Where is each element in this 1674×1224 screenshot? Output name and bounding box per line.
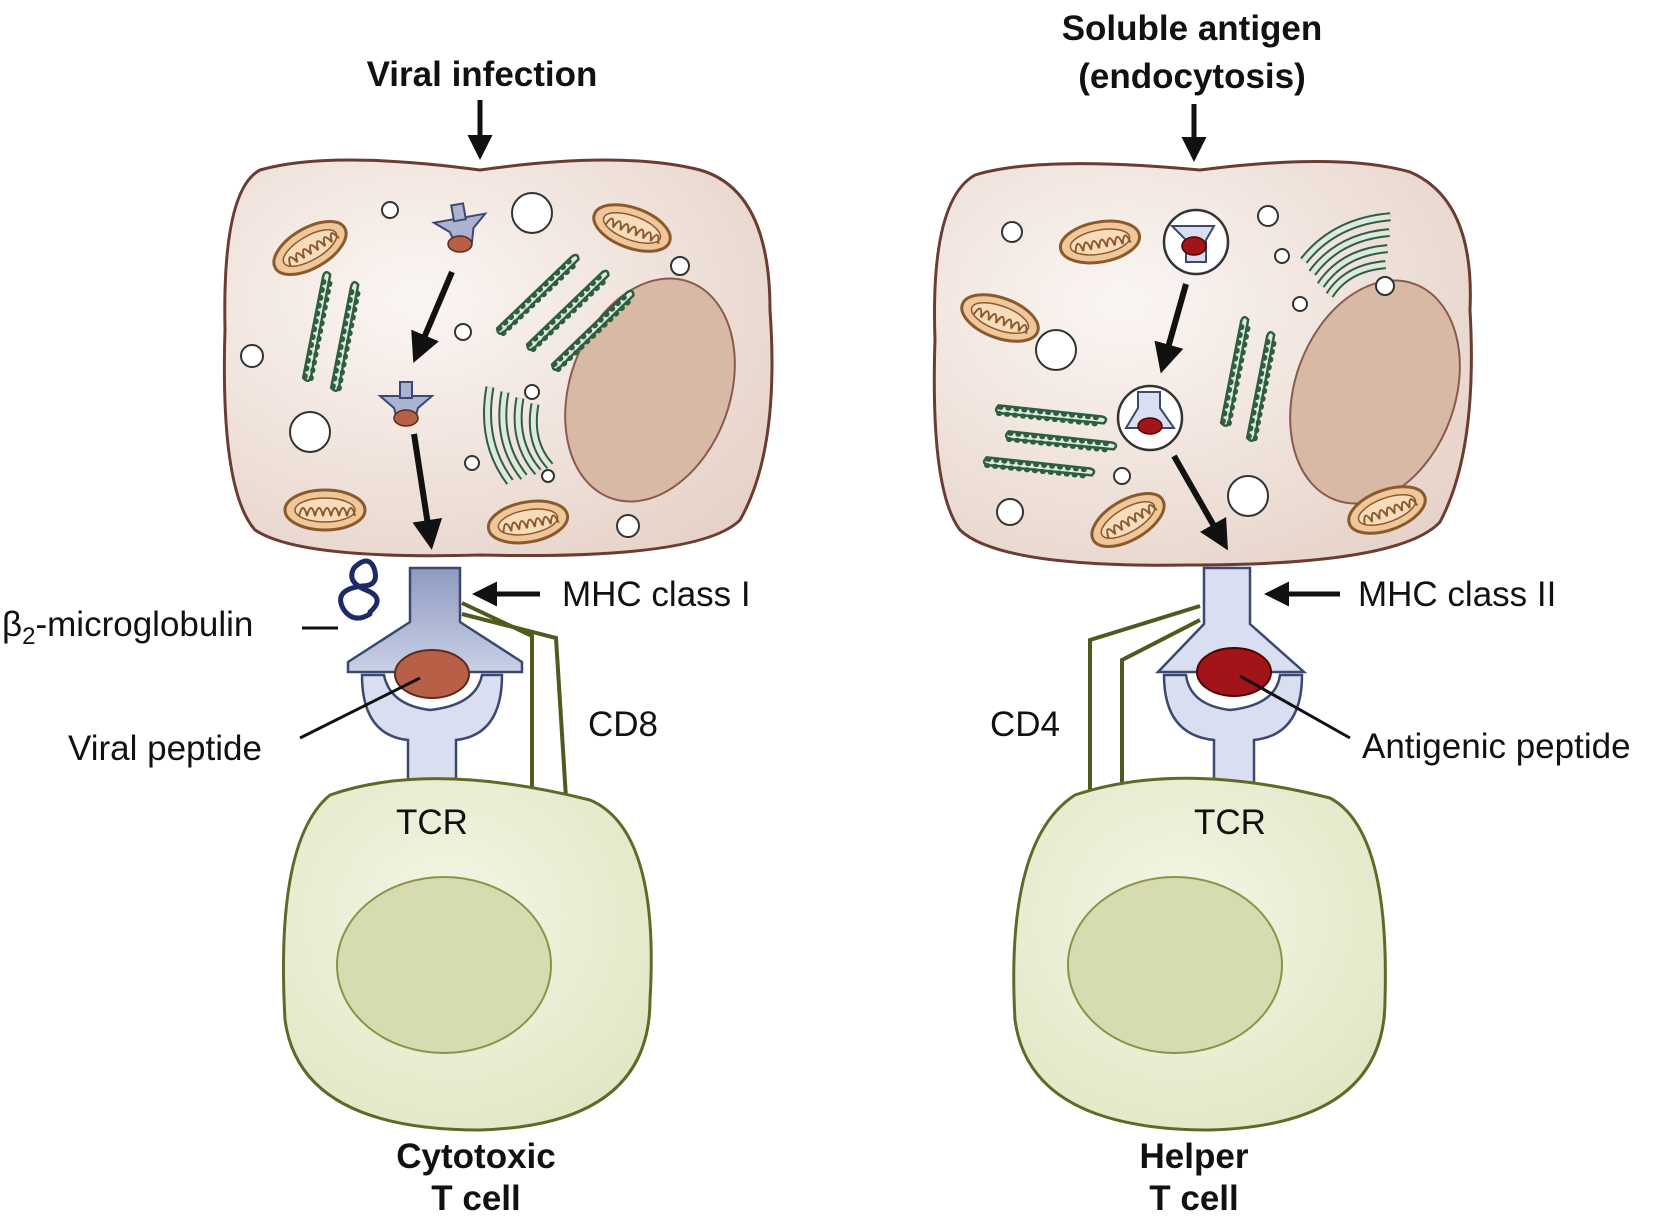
transport-arrow (411, 270, 455, 364)
mitochondrion-icon (283, 488, 367, 532)
transport-arrow (1154, 283, 1189, 374)
helper-t-cell-title-line1: Helper (1140, 1137, 1249, 1176)
viral-peptide-bound (394, 649, 470, 699)
vesicle-icon (670, 256, 690, 276)
soluble-antigen-label-line2: (endocytosis) (1078, 57, 1306, 96)
right-panel-mhc-class-ii: Soluble antigen (endocytosis) (932, 9, 1631, 1218)
vesicle-icon (1113, 467, 1131, 485)
viral-peptide-icon (447, 235, 473, 253)
nucleus-right (1289, 279, 1461, 505)
vesicle-icon (381, 201, 399, 219)
vesicle-icon (464, 455, 480, 471)
cd8-coreceptor (461, 612, 568, 799)
t-cell-receptor-right (1162, 673, 1304, 792)
tcr-label-right: TCR (1194, 803, 1266, 842)
vesicle-icon (1274, 248, 1290, 264)
helper-t-cell-title-line2: T cell (1149, 1179, 1238, 1218)
antigenic-peptide-pointer (1239, 674, 1351, 740)
transport-arrow (411, 433, 443, 550)
vesicle-icon (511, 192, 553, 234)
vesicle-icon (1375, 276, 1395, 296)
cd8-coreceptor (461, 601, 534, 798)
left-panel-mhc-class-i: Viral infection (2, 55, 774, 1218)
mhc-class-ii-label: MHC class II (1358, 575, 1556, 614)
tcr-label-left: TCR (396, 803, 468, 842)
vesicle-icon (289, 411, 331, 453)
cd4-coreceptor (1088, 604, 1201, 800)
antigenic-peptide-label: Antigenic peptide (1362, 727, 1631, 766)
endosome-icon (1116, 384, 1184, 452)
mhc-class-i-molecule (346, 566, 524, 674)
t-cell-receptor-left (360, 673, 504, 792)
soluble-antigen-label-line1: Soluble antigen (1062, 9, 1323, 48)
viral-peptide-pointer (299, 676, 421, 740)
nucleus-left (564, 277, 736, 503)
viral-infection-label: Viral infection (367, 55, 598, 94)
cd4-coreceptor (1120, 618, 1201, 790)
vesicle-icon (1001, 221, 1023, 243)
vesicle-icon (524, 384, 540, 400)
vesicle-icon (1035, 329, 1077, 371)
beta2-microglobulin-icon (338, 558, 380, 621)
vesicle-icon (1227, 475, 1269, 517)
cytotoxic-t-cell-title-line1: Cytotoxic (396, 1137, 555, 1176)
beta2-microglobulin-label: β2-microglobulin (2, 605, 253, 650)
vesicle-icon (541, 469, 555, 483)
cd4-label: CD4 (990, 705, 1060, 744)
mhc-class-i-label: MHC class I (562, 575, 751, 614)
cd8-label: CD8 (588, 705, 658, 744)
t-cell-nucleus-left (336, 876, 552, 1054)
t-cell-nucleus-right (1067, 876, 1283, 1054)
endosome-icon (1162, 208, 1230, 276)
vesicle-icon (616, 514, 640, 538)
vesicle-icon (996, 498, 1024, 526)
vesicle-icon (1257, 205, 1279, 227)
vesicle-icon (240, 344, 264, 368)
transport-arrow (1171, 454, 1228, 551)
viral-peptide-label: Viral peptide (68, 729, 262, 768)
vesicle-icon (454, 323, 472, 341)
viral-peptide-icon (393, 409, 419, 427)
cytotoxic-t-cell-title-line2: T cell (431, 1179, 520, 1218)
vesicle-icon (1292, 296, 1308, 312)
mhc-class-ii-molecule (1155, 566, 1308, 674)
